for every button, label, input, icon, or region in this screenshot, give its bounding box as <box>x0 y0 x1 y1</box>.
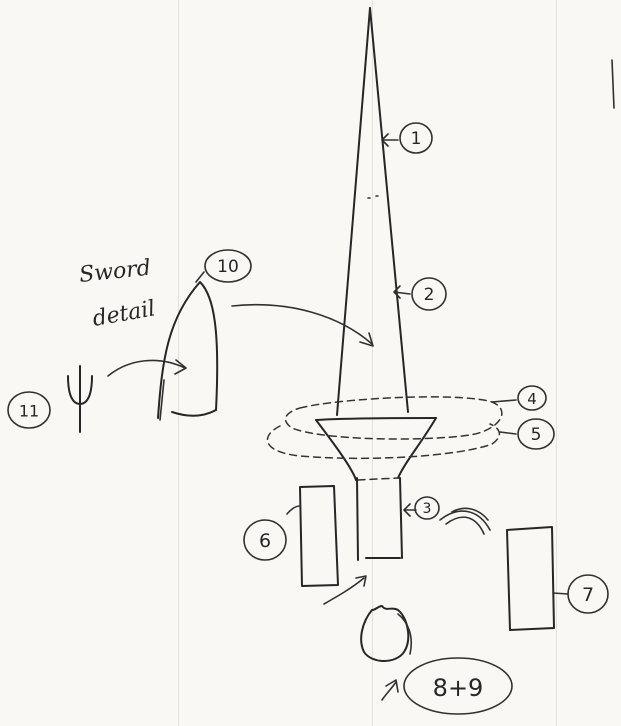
leader-3 <box>403 503 417 517</box>
leader-5 <box>499 431 517 435</box>
arrow-sword-to-spire <box>231 303 373 345</box>
callout-1-text: 1 <box>411 129 422 149</box>
spire-left-edge <box>336 7 371 416</box>
leader-10 <box>195 271 205 283</box>
callout-5-text: 5 <box>531 425 542 445</box>
sword-note-line1: Sword <box>78 256 152 288</box>
callout-circle <box>243 519 287 561</box>
callout-3-text: 3 <box>423 501 432 517</box>
ring-lower <box>266 423 501 460</box>
callout-7-text: 7 <box>582 584 594 606</box>
post-left-edge <box>356 477 359 561</box>
arrow-head-spire <box>359 332 374 347</box>
leader-6 <box>286 505 301 515</box>
callout-10-text: 10 <box>217 257 239 277</box>
callout-8-9: 8+9 <box>403 657 513 715</box>
callout-circle <box>517 385 547 411</box>
callout-6-text: 6 <box>259 530 271 552</box>
leader-4 <box>491 399 517 403</box>
callout-11: 11 <box>7 391 51 429</box>
callout-4: 4 <box>517 385 547 411</box>
collar <box>315 417 437 481</box>
callout-circle <box>414 496 440 520</box>
sword-base <box>171 409 217 417</box>
callout-circle <box>403 657 513 715</box>
callout-circle <box>567 574 609 614</box>
leader-2 <box>393 285 411 299</box>
leader-7 <box>552 592 569 595</box>
callout-circle <box>204 249 252 283</box>
callout-7: 7 <box>567 574 609 614</box>
callout-circle <box>7 391 51 429</box>
sword-note-line2: detail <box>91 296 158 332</box>
arrow-head-8-9 <box>385 679 399 693</box>
callout-4-text: 4 <box>527 390 537 408</box>
spire-joint-marks <box>367 195 379 199</box>
callout-2-text: 2 <box>424 285 435 305</box>
dashed-rings <box>266 396 503 460</box>
callout-8-9-text: 8+9 <box>433 674 484 702</box>
spire-right-edge <box>369 7 409 413</box>
arrow-head-base <box>355 575 367 587</box>
collar-bottom-dashed <box>357 477 399 481</box>
arrow-trident-to-sword <box>107 359 186 377</box>
block-7 <box>506 526 555 631</box>
collar-left-flare <box>315 419 357 481</box>
callout-circle <box>411 277 447 311</box>
callout-2: 2 <box>411 277 447 311</box>
callout-6: 6 <box>243 519 287 561</box>
paper-ruling-line <box>372 0 373 726</box>
block-6 <box>299 485 339 587</box>
callout-1: 1 <box>399 122 433 154</box>
sword-outline <box>157 281 219 419</box>
callout-circle <box>517 418 555 450</box>
spire <box>336 7 409 416</box>
trident-icon <box>67 365 93 433</box>
callout-circle <box>399 122 433 154</box>
sword-inner-line <box>159 379 165 421</box>
arrow-8-9 <box>381 681 397 701</box>
callout-10: 10 <box>204 249 252 283</box>
arrow-head-trident <box>174 359 187 375</box>
collar-top <box>315 417 437 421</box>
leader-1 <box>381 133 399 147</box>
ball-shadow <box>397 613 413 655</box>
ring-upper <box>284 396 503 440</box>
paper-ruling-line <box>556 0 557 726</box>
arrow-to-base <box>323 577 365 605</box>
corner-mark <box>611 59 615 109</box>
post-right-edge <box>399 477 403 559</box>
base-post <box>356 477 403 561</box>
callout-3: 3 <box>414 496 440 520</box>
sword-detail <box>157 281 219 421</box>
collar-right-flare <box>397 417 437 479</box>
trident-head <box>67 375 93 405</box>
finial-ball <box>360 605 410 662</box>
curve-strokes-3 <box>439 507 491 535</box>
callout-11-text: 11 <box>19 402 39 421</box>
callout-5: 5 <box>517 418 555 450</box>
